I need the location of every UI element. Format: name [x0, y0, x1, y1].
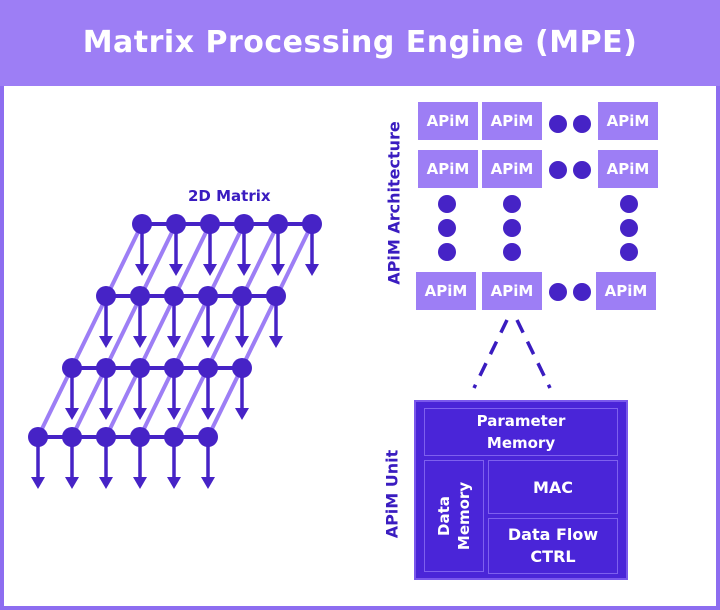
matrix-arrow-head	[135, 264, 149, 276]
matrix-node	[268, 214, 288, 234]
matrix-arrow-head	[167, 408, 181, 420]
data-flow-line2: CTRL	[530, 547, 576, 566]
mac-label: MAC	[532, 477, 574, 497]
diagram-title: Matrix Processing Engine (MPE)	[82, 25, 638, 60]
matrix-diagonal-link	[104, 223, 212, 438]
ellipsis-dot	[503, 243, 521, 261]
matrix-node	[232, 358, 252, 378]
matrix-arrow-head	[133, 477, 147, 489]
apim-cell: APiM	[596, 272, 656, 310]
matrix-arrow-head	[203, 264, 217, 276]
ellipsis-dot	[573, 283, 591, 301]
apim-cell: APiM	[418, 102, 478, 140]
matrix-diagonal-link	[206, 223, 314, 438]
matrix-arrow-head	[269, 336, 283, 348]
ellipsis-dot	[620, 195, 638, 213]
apim-cell: APiM	[598, 150, 658, 188]
apim-cell: APiM	[598, 102, 658, 140]
ellipsis-dot	[573, 115, 591, 133]
matrix-diagonal-link	[138, 223, 246, 438]
mac-block: MAC	[488, 460, 618, 514]
matrix-arrow-head	[235, 336, 249, 348]
matrix-node	[198, 427, 218, 447]
matrix-arrow-head	[201, 408, 215, 420]
data-flow-block: Data Flow CTRL	[488, 518, 618, 574]
matrix-node	[132, 214, 152, 234]
ellipsis-dot	[549, 161, 567, 179]
apim-unit-block: Parameter Memory Data Memory MAC Data Fl…	[414, 400, 628, 580]
data-flow-line1: Data Flow	[507, 525, 599, 544]
matrix-arrow-head	[65, 408, 79, 420]
ellipsis-dot	[573, 161, 591, 179]
matrix-arrow-head	[65, 477, 79, 489]
matrix-node	[200, 214, 220, 234]
matrix-arrow-head	[99, 408, 113, 420]
matrix-arrow-head	[167, 336, 181, 348]
matrix-node	[166, 214, 186, 234]
matrix-node	[198, 358, 218, 378]
matrix-node	[164, 286, 184, 306]
matrix-node	[266, 286, 286, 306]
matrix-node	[130, 427, 150, 447]
matrix-diagonal-link	[172, 223, 280, 438]
matrix-diagonal-link	[70, 223, 178, 438]
ellipsis-dot	[438, 219, 456, 237]
matrix-arrow-head	[237, 264, 251, 276]
apim-cell: APiM	[418, 150, 478, 188]
matrix-node	[232, 286, 252, 306]
matrix-node	[96, 427, 116, 447]
matrix-node	[28, 427, 48, 447]
data-memory-line2: Memory	[455, 481, 473, 551]
ellipsis-dot	[549, 283, 567, 301]
matrix-arrow-head	[235, 408, 249, 420]
matrix-node	[164, 358, 184, 378]
matrix-node	[234, 214, 254, 234]
matrix-arrow-head	[201, 477, 215, 489]
matrix-node	[302, 214, 322, 234]
apim-cell: APiM	[416, 272, 476, 310]
matrix-node	[62, 427, 82, 447]
ellipsis-dot	[620, 243, 638, 261]
matrix-label: 2D Matrix	[188, 187, 271, 205]
ellipsis-dot	[438, 243, 456, 261]
matrix-node	[62, 358, 82, 378]
matrix-node	[164, 427, 184, 447]
matrix-diagonal-link	[36, 223, 144, 438]
parameter-memory-line2: Memory	[486, 434, 556, 452]
matrix-arrow-head	[271, 264, 285, 276]
matrix-node	[130, 358, 150, 378]
data-memory-block: Data Memory	[424, 460, 484, 572]
ellipsis-dot	[503, 219, 521, 237]
parameter-memory-block: Parameter Memory	[424, 408, 618, 456]
parameter-memory-line1: Parameter	[476, 412, 566, 430]
apim-cell: APiM	[482, 102, 542, 140]
zoom-line-left	[472, 319, 509, 389]
matrix-arrow-head	[305, 264, 319, 276]
unit-label: APiM Unit	[382, 449, 402, 539]
ellipsis-dot	[620, 219, 638, 237]
zoom-line-right	[515, 319, 552, 389]
matrix-arrow-head	[99, 336, 113, 348]
matrix-arrow-head	[133, 408, 147, 420]
matrix-node	[198, 286, 218, 306]
title-bar: Matrix Processing Engine (MPE)	[0, 0, 720, 86]
matrix-arrow-head	[167, 477, 181, 489]
ellipsis-dot	[503, 195, 521, 213]
matrix-arrow-head	[31, 477, 45, 489]
matrix-arrow-head	[133, 336, 147, 348]
matrix-arrow-head	[99, 477, 113, 489]
matrix-node	[130, 286, 150, 306]
data-memory-line1: Data	[435, 496, 453, 536]
matrix-arrow-head	[201, 336, 215, 348]
ellipsis-dot	[438, 195, 456, 213]
matrix-node	[96, 358, 116, 378]
matrix-node	[96, 286, 116, 306]
matrix-arrow-head	[169, 264, 183, 276]
ellipsis-dot	[549, 115, 567, 133]
apim-cell: APiM	[482, 150, 542, 188]
apim-cell: APiM	[482, 272, 542, 310]
